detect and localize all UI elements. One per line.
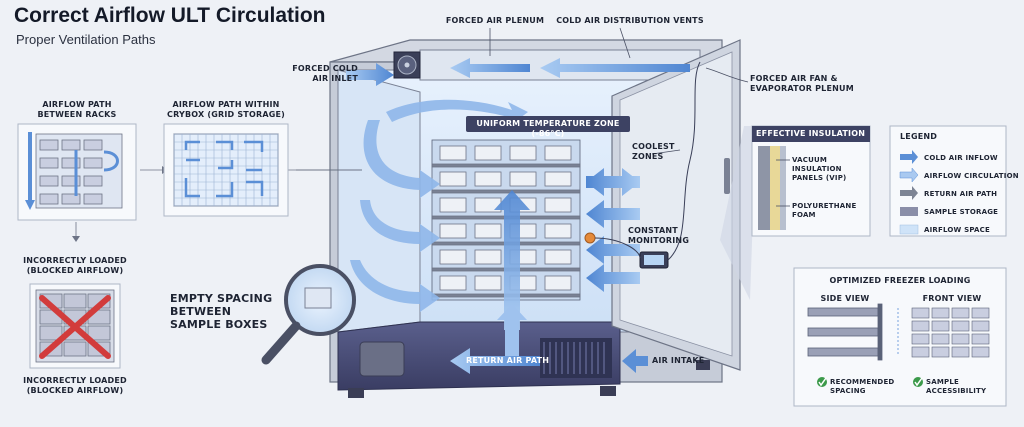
sample-box <box>932 347 949 357</box>
incorrect-panel-art <box>30 284 120 368</box>
sample-box <box>545 146 571 160</box>
sample-box <box>475 250 501 264</box>
legend-panel-art <box>890 126 1006 236</box>
label-return-air-path: RETURN AIR PATH <box>466 356 549 366</box>
sample-box <box>475 146 501 160</box>
sample-box <box>440 250 466 264</box>
legend-item-airflow-space: AIRFLOW SPACE <box>924 225 990 235</box>
sample-box <box>972 308 989 318</box>
sample-box <box>475 224 501 238</box>
racks-panel-art <box>18 124 136 220</box>
label-side-view: SIDE VIEW <box>800 294 890 304</box>
legend-item-cold-air: COLD AIR INFLOW <box>924 153 998 163</box>
sample-box <box>952 321 969 331</box>
rack-shelf <box>432 164 580 167</box>
label-uniform-zone: UNIFORM TEMPERATURE ZONE (-86°C) <box>466 119 630 139</box>
sample-box <box>972 334 989 344</box>
sample-box <box>545 250 571 264</box>
label-fan-plenum: FORCED AIR FAN &EVAPORATOR PLENUM <box>750 74 870 94</box>
sample-box <box>932 334 949 344</box>
sample-box <box>510 172 536 186</box>
sample-box <box>440 146 466 160</box>
legend-item-return: RETURN AIR PATH <box>924 189 997 199</box>
sample-box <box>545 172 571 186</box>
legend-title: LEGEND <box>900 132 937 142</box>
legend-item-storage: SAMPLE STORAGE <box>924 207 998 217</box>
sample-box <box>912 334 929 344</box>
sample-box <box>912 321 929 331</box>
sample-box <box>545 224 571 238</box>
sample-box <box>440 172 466 186</box>
sample-box <box>932 321 949 331</box>
sample-box <box>952 308 969 318</box>
loading-title: OPTIMIZED FREEZER LOADING <box>794 276 1006 286</box>
insulation-title: EFFECTIVE INSULATION <box>756 129 865 139</box>
label-cold-air-vents: COLD AIR DISTRIBUTION VENTS <box>550 16 710 26</box>
sample-box <box>972 321 989 331</box>
label-front-view: FRONT VIEW <box>904 294 1000 304</box>
sample-box <box>440 276 466 290</box>
sample-box <box>912 308 929 318</box>
sample-box <box>932 308 949 318</box>
legend-item-circulation: AIRFLOW CIRCULATION <box>924 171 1019 181</box>
sample-box <box>545 198 571 212</box>
sample-box <box>475 276 501 290</box>
label-incorrect-top: INCORRECTLY LOADED(BLOCKED AIRFLOW) <box>10 256 140 276</box>
sample-box <box>440 198 466 212</box>
sample-box <box>952 347 969 357</box>
sample-box <box>912 347 929 357</box>
sample-box <box>440 224 466 238</box>
label-incorrect-bottom: INCORRECTLY LOADED(BLOCKED AIRFLOW) <box>10 376 140 396</box>
rack-shelf <box>432 190 580 193</box>
sample-box <box>952 334 969 344</box>
sample-box <box>510 146 536 160</box>
crybox-panel-art <box>164 124 288 216</box>
sample-box <box>475 172 501 186</box>
label-air-intake: AIR INTAKE <box>652 356 704 366</box>
label-forced-air-plenum: FORCED AIR PLENUM <box>440 16 550 26</box>
sample-box <box>972 347 989 357</box>
sample-box <box>545 276 571 290</box>
